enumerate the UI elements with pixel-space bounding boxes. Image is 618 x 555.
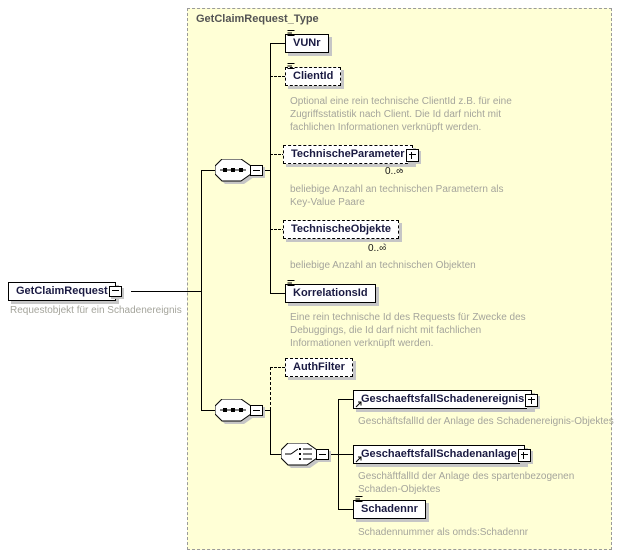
connector-line <box>263 410 271 411</box>
text-content-icon <box>355 496 363 502</box>
element-label: TechnischeObjekte <box>291 223 392 235</box>
connector-line-optional <box>270 76 285 77</box>
type-title: GetClaimRequest_Type <box>196 13 319 25</box>
connector-line <box>270 410 271 455</box>
collapse-icon[interactable] <box>316 449 329 460</box>
reference-icon <box>355 456 362 463</box>
text-content-icon <box>287 280 295 286</box>
element-label: TechnischeParameter <box>291 148 405 160</box>
sequence-icon[interactable] <box>215 399 255 425</box>
connector-line <box>338 399 353 400</box>
type-container-getclaimrequest-type <box>187 8 612 550</box>
element-description: beliebige Anzahl an technischen Paramete… <box>290 183 503 209</box>
element-label: GetClaimRequest <box>16 285 108 297</box>
description-line: Zugriffsstatistik nach Client. Die Id da… <box>290 109 502 120</box>
choice-icon[interactable] <box>281 443 321 469</box>
connector-line <box>201 410 216 411</box>
description-line: GeschäftfallId der Anlage des spartenbez… <box>358 471 575 482</box>
collapse-icon[interactable] <box>250 165 263 176</box>
description-line: Debuggings, die Id darf nicht mit fachli… <box>290 325 482 336</box>
text-content-icon <box>287 30 295 36</box>
description-line: fachlichen Informationen verknüpft werde… <box>290 122 482 133</box>
connector-line <box>270 454 282 455</box>
description-line: Key-Value Paare <box>290 197 365 208</box>
element-box-technischeobjekte[interactable]: TechnischeObjekte <box>283 220 400 239</box>
connector-line <box>329 454 338 455</box>
element-box-vunr[interactable]: VUNr <box>285 30 329 53</box>
element-label: GeschaeftsfallSchadenanlage <box>361 448 517 460</box>
element-description: Schadennummer als omds:Schadennr <box>358 526 528 539</box>
connector-line-optional <box>270 229 285 230</box>
element-description: GeschäftfallId der Anlage des spartenbez… <box>358 470 574 496</box>
description-line: GeschäftsfallId der Anlage des Schadener… <box>358 416 614 427</box>
sequence-icon[interactable] <box>215 159 255 185</box>
element-label: GeschaeftsfallSchadenereignis <box>361 393 525 405</box>
element-box-korrelationsid[interactable]: KorrelationsId <box>285 280 376 303</box>
cardinality-label: 0..∞ <box>385 166 404 177</box>
description-line: Informationen verknüpft werden. <box>290 338 434 349</box>
connector-line <box>263 170 271 171</box>
element-box-authfilter[interactable]: AuthFilter <box>285 358 353 377</box>
element-box-schadennr[interactable]: Schadennr <box>353 496 426 519</box>
expand-icon[interactable] <box>405 148 419 162</box>
element-label: Schadennr <box>361 503 418 515</box>
connector-line <box>338 509 353 510</box>
element-box-geschaeftsfallschadenereignis[interactable]: GeschaeftsfallSchadenereignis <box>353 390 539 409</box>
expand-icon[interactable] <box>517 448 531 462</box>
connector-line <box>270 293 285 294</box>
element-label: VUNr <box>293 37 321 49</box>
cardinality-label: 0..∞ <box>368 243 387 254</box>
description-line: beliebige Anzahl an technischen Paramete… <box>290 184 504 195</box>
root-description: Requestobjekt für ein Schadenereignis <box>10 305 182 316</box>
description-line: Schaden-Objektes <box>358 484 441 495</box>
expand-icon[interactable] <box>525 393 539 407</box>
text-content-icon <box>287 63 295 69</box>
collapse-icon[interactable] <box>250 405 263 416</box>
connector-line-optional <box>270 154 285 155</box>
collapse-icon[interactable] <box>108 285 122 297</box>
connector-line-optional <box>270 367 271 410</box>
connector-line <box>201 170 216 171</box>
element-label: ClientId <box>293 70 334 82</box>
element-box-getclaimrequest[interactable]: GetClaimRequest <box>8 282 122 301</box>
connector-line <box>338 454 353 455</box>
element-description: Eine rein technische Id des Requests für… <box>290 311 526 350</box>
connector-line-optional <box>270 367 285 368</box>
element-label: AuthFilter <box>293 361 345 373</box>
connector-line <box>131 291 201 292</box>
reference-icon <box>355 401 362 408</box>
connector-line <box>270 43 285 44</box>
description-line: beliebige Anzahl an technischen Objekten <box>290 260 476 271</box>
connector-line <box>201 170 202 411</box>
element-box-technischeparameter[interactable]: TechnischeParameter <box>283 145 419 164</box>
element-box-clientid[interactable]: ClientId <box>285 63 342 86</box>
element-description: beliebige Anzahl an technischen Objekten <box>290 259 476 272</box>
connector-line <box>270 43 271 294</box>
description-line: Schadennummer als omds:Schadennr <box>358 527 529 538</box>
element-box-geschaeftsfallschadenanlage[interactable]: GeschaeftsfallSchadenanlage <box>353 445 531 464</box>
element-description: Optional eine rein technische ClientId z… <box>290 95 512 134</box>
element-description: GeschäftsfallId der Anlage des Schadener… <box>358 415 614 428</box>
element-label: KorrelationsId <box>293 287 368 299</box>
description-line: Optional eine rein technische ClientId z… <box>290 96 512 107</box>
description-line: Eine rein technische Id des Requests für… <box>290 312 526 323</box>
